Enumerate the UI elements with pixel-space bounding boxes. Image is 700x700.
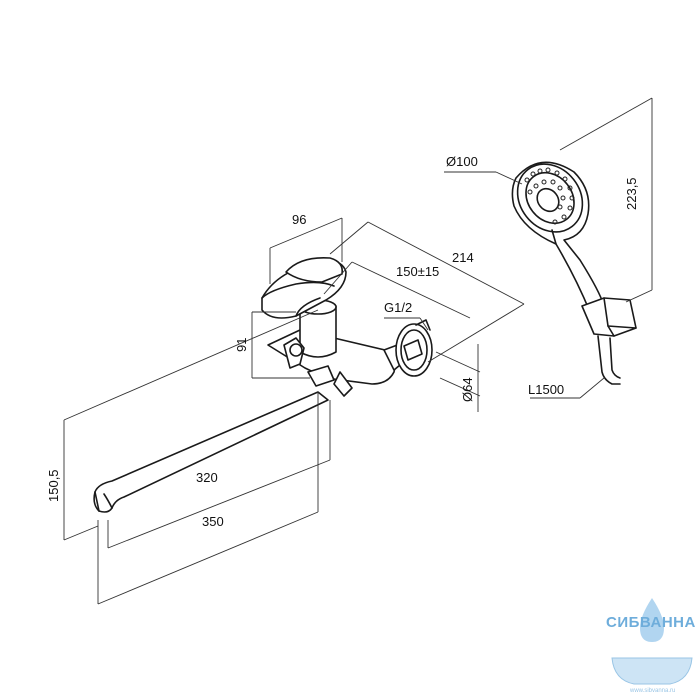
label-spout-reach-long: 350 (202, 514, 224, 529)
dimension-labels: Ø100 223,5 96 214 150±15 G1/2 91 Ø64 L15… (46, 154, 639, 529)
mixer-body (261, 256, 433, 397)
label-spout-reach-short: 320 (196, 470, 218, 485)
shower-holder (581, 297, 637, 385)
hand-shower (511, 161, 605, 313)
bathtub-icon (611, 657, 693, 685)
watermark-brand: СИБВАННА (606, 614, 696, 631)
label-body-height: 91 (234, 338, 249, 352)
label-body-width: 96 (292, 212, 306, 227)
label-handshower-length: 223,5 (624, 177, 639, 210)
label-overall-depth: 214 (452, 250, 474, 265)
label-center-distance: 150±15 (396, 264, 439, 279)
label-thread: G1/2 (384, 300, 412, 315)
label-handshower-diameter: Ø100 (446, 154, 478, 169)
label-flange-diameter: Ø64 (460, 377, 475, 402)
label-hose-length: L1500 (528, 382, 564, 397)
dimension-lines (63, 97, 653, 605)
label-spout-height: 150,5 (46, 469, 61, 502)
watermark: СИБВАННА www.sibvanna.ru (606, 598, 696, 694)
watermark-url: www.sibvanna.ru (629, 688, 675, 694)
water-drop-icon (640, 598, 664, 642)
spout (93, 391, 329, 513)
